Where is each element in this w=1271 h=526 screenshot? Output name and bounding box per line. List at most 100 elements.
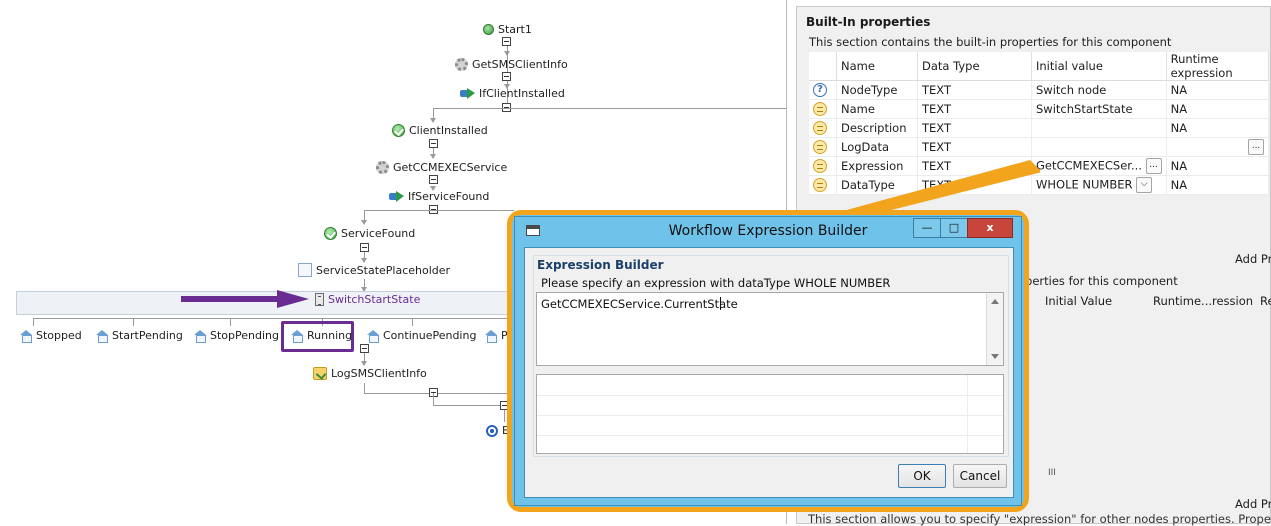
node-label: LogSMSClientInfo	[331, 367, 427, 380]
case-icon	[291, 330, 303, 343]
connector-line	[364, 383, 365, 393]
bottom-section-description: This section allows you to specify "expr…	[808, 512, 1271, 526]
node-if-client-installed[interactable]: IfClientInstalled	[460, 87, 565, 100]
case-running[interactable]: Running	[291, 329, 352, 343]
group-title: Expression Builder	[537, 258, 664, 272]
ellipsis-button[interactable]: ...	[1248, 139, 1264, 155]
cell-runtime[interactable]: NA	[1166, 99, 1270, 119]
node-start[interactable]: Start1	[483, 23, 532, 36]
branch-line	[33, 318, 533, 319]
cell-type: TEXT	[917, 137, 1032, 157]
connector-handle[interactable]	[360, 243, 369, 252]
node-service-found[interactable]: ServiceFound	[324, 227, 415, 240]
cell-initial[interactable]: WHOLE NUMBER ⌵	[1031, 175, 1167, 195]
case-stopped[interactable]: Stopped	[20, 329, 82, 343]
row-icon-cell	[809, 175, 837, 195]
connector-handle[interactable]	[429, 139, 438, 148]
case-continue-pending[interactable]: ContinuePending	[367, 329, 476, 343]
connector-arrow	[430, 186, 436, 191]
column-header[interactable]: Data Type	[917, 52, 1032, 81]
row-icon-cell	[809, 137, 837, 157]
section-description: This section contains the built-in prope…	[809, 35, 1172, 49]
node-service-state-placeholder[interactable]: ServiceStatePlaceholder	[298, 263, 450, 277]
cell-runtime[interactable]: NA	[1166, 80, 1270, 100]
group-description: Please specify an expression with dataTy…	[541, 276, 891, 290]
node-get-ccmexec-service[interactable]: GetCCMEXECService	[376, 161, 507, 174]
node-label: GetSMSClientInfo	[472, 58, 568, 71]
row-icon-cell	[809, 118, 837, 138]
column-header[interactable]: Runtime expression	[1166, 52, 1270, 81]
node-get-sms-client-info[interactable]: GetSMSClientInfo	[455, 58, 568, 71]
connector-handle[interactable]	[360, 344, 369, 353]
add-property-link[interactable]: Add Pr	[1235, 497, 1271, 511]
ok-button[interactable]: OK	[898, 464, 946, 488]
minimize-button[interactable]: —	[913, 218, 941, 238]
case-icon	[367, 330, 379, 343]
helper-grid[interactable]	[536, 374, 1004, 454]
connector-handle[interactable]	[502, 103, 511, 112]
vertical-scrollbar[interactable]	[986, 293, 1003, 365]
connector-handle[interactable]	[429, 175, 438, 184]
node-label: Start1	[498, 23, 532, 36]
table-row[interactable]: Expression TEXT GetCCMEXECSer... ... NA	[809, 156, 1270, 176]
connector-handle[interactable]	[429, 205, 438, 214]
scroll-up-icon[interactable]	[991, 299, 999, 304]
scroll-down-icon[interactable]	[991, 354, 999, 359]
ellipsis-button[interactable]: ...	[1145, 158, 1162, 174]
table-row[interactable]: Description TEXT NA	[809, 118, 1270, 138]
grid-line	[537, 435, 1003, 436]
node-end[interactable]: E	[486, 424, 509, 437]
cell-initial[interactable]	[1031, 137, 1167, 157]
column-header[interactable]: Runtime...ression	[1153, 294, 1254, 308]
row-icon-cell	[809, 156, 837, 176]
expression-text: GetCCMEXECService.CurrentState	[541, 297, 738, 311]
node-switch-start-state[interactable]: SwitchStartState	[315, 293, 420, 306]
cell-runtime[interactable]: NA	[1166, 156, 1270, 176]
connector-line	[433, 393, 434, 405]
case-start-pending[interactable]: StartPending	[96, 329, 183, 343]
column-header[interactable]: Name	[836, 52, 918, 81]
connector-arrow	[361, 258, 367, 263]
cancel-button[interactable]: Cancel	[953, 464, 1007, 488]
expression-value: GetCCMEXECSer...	[1036, 158, 1142, 173]
cell-initial[interactable]: Switch node	[1031, 80, 1167, 100]
table-row[interactable]: LogData TEXT ...	[809, 137, 1270, 157]
cell-name: LogData	[836, 137, 918, 157]
case-stop-pending[interactable]: StopPending	[194, 329, 279, 343]
node-label: ClientInstalled	[409, 124, 488, 137]
end-icon	[486, 424, 498, 437]
connector-handle[interactable]	[502, 37, 511, 46]
node-if-service-found[interactable]: IfServiceFound	[389, 190, 489, 203]
column-header[interactable]: Initial Value	[1045, 294, 1113, 308]
cell-initial[interactable]: GetCCMEXECSer... ...	[1031, 156, 1167, 176]
node-label: ServiceStatePlaceholder	[316, 263, 451, 277]
cell-initial[interactable]	[1031, 118, 1167, 138]
case-icon	[20, 330, 32, 343]
row-icon-cell: ?	[809, 80, 837, 100]
node-client-installed[interactable]: ClientInstalled	[392, 124, 488, 137]
annotation-arrow	[181, 290, 309, 308]
scrollbar-thumb[interactable]: III	[1048, 468, 1056, 478]
connector-line	[230, 318, 231, 326]
node-label: IfClientInstalled	[479, 87, 565, 100]
section-title: Built-In properties	[806, 15, 931, 29]
column-header[interactable]: Re	[1260, 294, 1271, 308]
expression-input[interactable]: GetCCMEXECService.CurrentState	[536, 292, 1004, 366]
connector-handle[interactable]	[502, 72, 511, 81]
cell-initial[interactable]: SwitchStartState	[1031, 99, 1167, 119]
table-row[interactable]: ? NodeType TEXT Switch node NA	[809, 80, 1270, 100]
maximize-button[interactable]: □	[940, 218, 968, 238]
close-button[interactable]: x	[967, 218, 1013, 238]
table-row[interactable]: Name TEXT SwitchStartState NA	[809, 99, 1270, 119]
column-header[interactable]: Initial value	[1031, 52, 1167, 81]
if-branch-icon	[460, 88, 475, 99]
cell-runtime[interactable]: NA	[1166, 118, 1270, 138]
edit-icon	[813, 159, 827, 174]
edit-icon	[813, 102, 827, 117]
cell-runtime[interactable]: ...	[1166, 137, 1270, 157]
add-property-link[interactable]: Add Pr	[1235, 252, 1271, 266]
dropdown-button[interactable]: ⌵	[1136, 177, 1153, 193]
connector-arrow	[361, 220, 367, 225]
cell-runtime[interactable]: NA	[1166, 175, 1270, 195]
node-log-sms-client-info[interactable]: LogSMSClientInfo	[313, 367, 427, 380]
